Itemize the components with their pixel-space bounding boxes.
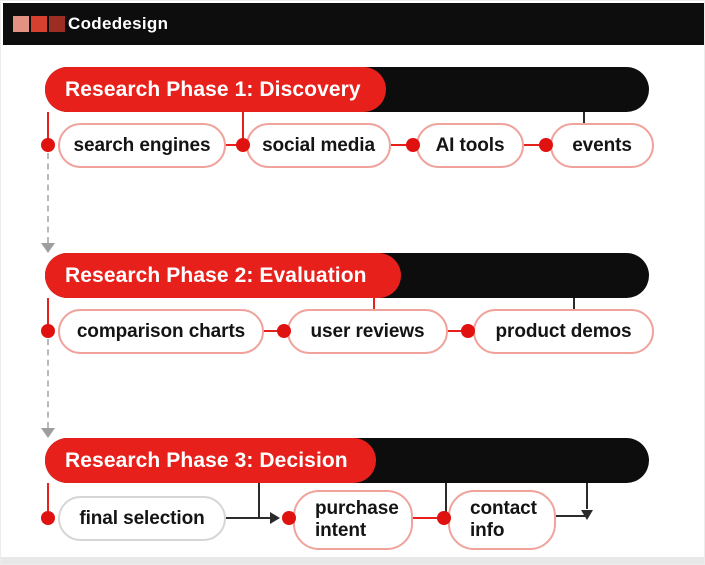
logo-square-mid-icon	[31, 16, 47, 32]
connector-dot	[236, 138, 250, 152]
node-label: social media	[262, 134, 375, 156]
node-label: user reviews	[310, 320, 425, 342]
node-final-selection: final selection	[58, 496, 226, 541]
connector-line	[242, 112, 244, 141]
brand-name: Codedesign	[68, 14, 169, 33]
logo-square-dark-icon	[49, 16, 65, 32]
node-label: AI tools	[435, 134, 505, 156]
connector-line	[258, 483, 260, 517]
arrow-down-icon	[41, 428, 55, 438]
node-label: purchase intent	[315, 497, 399, 541]
connector-line	[445, 483, 447, 512]
connector-line	[556, 515, 588, 517]
connector-dot	[406, 138, 420, 152]
arrow-right-icon	[270, 512, 280, 524]
connector-dot	[277, 324, 291, 338]
connector-line	[391, 144, 408, 146]
connector-line	[47, 483, 49, 513]
arrow-down-icon	[581, 510, 593, 520]
arrow-down-icon	[41, 243, 55, 253]
node-label: contact info	[470, 497, 537, 541]
node-label: comparison charts	[76, 320, 246, 342]
node-label: final selection	[79, 507, 205, 529]
node-events: events	[550, 123, 654, 168]
bottom-edge-strip	[1, 557, 704, 564]
connector-line	[373, 298, 375, 310]
phase-flow-dashed-line	[47, 153, 49, 243]
node-user-reviews: user reviews	[287, 309, 448, 354]
node-contact-info: contact info	[448, 490, 556, 550]
node-purchase-intent: purchase intent	[293, 490, 413, 550]
connector-line	[413, 517, 439, 519]
node-label: search engines	[73, 134, 211, 156]
connector-dot	[41, 511, 55, 525]
phase-3-title: Research Phase 3: Decision	[45, 438, 376, 483]
connector-line	[226, 517, 272, 519]
node-label: events	[572, 134, 632, 156]
connector-dot	[282, 511, 296, 525]
node-comparison-charts: comparison charts	[58, 309, 264, 354]
connector-line	[264, 330, 278, 332]
brand-header: Codedesign	[3, 3, 704, 45]
connector-line	[226, 144, 238, 146]
connector-line	[583, 112, 585, 124]
connector-line	[47, 112, 49, 141]
logo-square-light-icon	[13, 16, 29, 32]
connector-line	[448, 330, 462, 332]
connector-line	[573, 298, 575, 310]
node-product-demos: product demos	[473, 309, 654, 354]
connector-dot	[539, 138, 553, 152]
connector-dot	[437, 511, 451, 525]
connector-dot	[41, 324, 55, 338]
connector-line	[524, 144, 541, 146]
connector-dot	[461, 324, 475, 338]
connector-line	[586, 483, 588, 509]
node-ai-tools: AI tools	[416, 123, 524, 168]
phase-2-title: Research Phase 2: Evaluation	[45, 253, 401, 298]
node-label: product demos	[495, 320, 632, 342]
phase-1-title: Research Phase 1: Discovery	[45, 67, 386, 112]
connector-line	[47, 298, 49, 326]
connector-dot	[41, 138, 55, 152]
node-social-media: social media	[246, 123, 391, 168]
node-search-engines: search engines	[58, 123, 226, 168]
phase-flow-dashed-line	[47, 339, 49, 428]
